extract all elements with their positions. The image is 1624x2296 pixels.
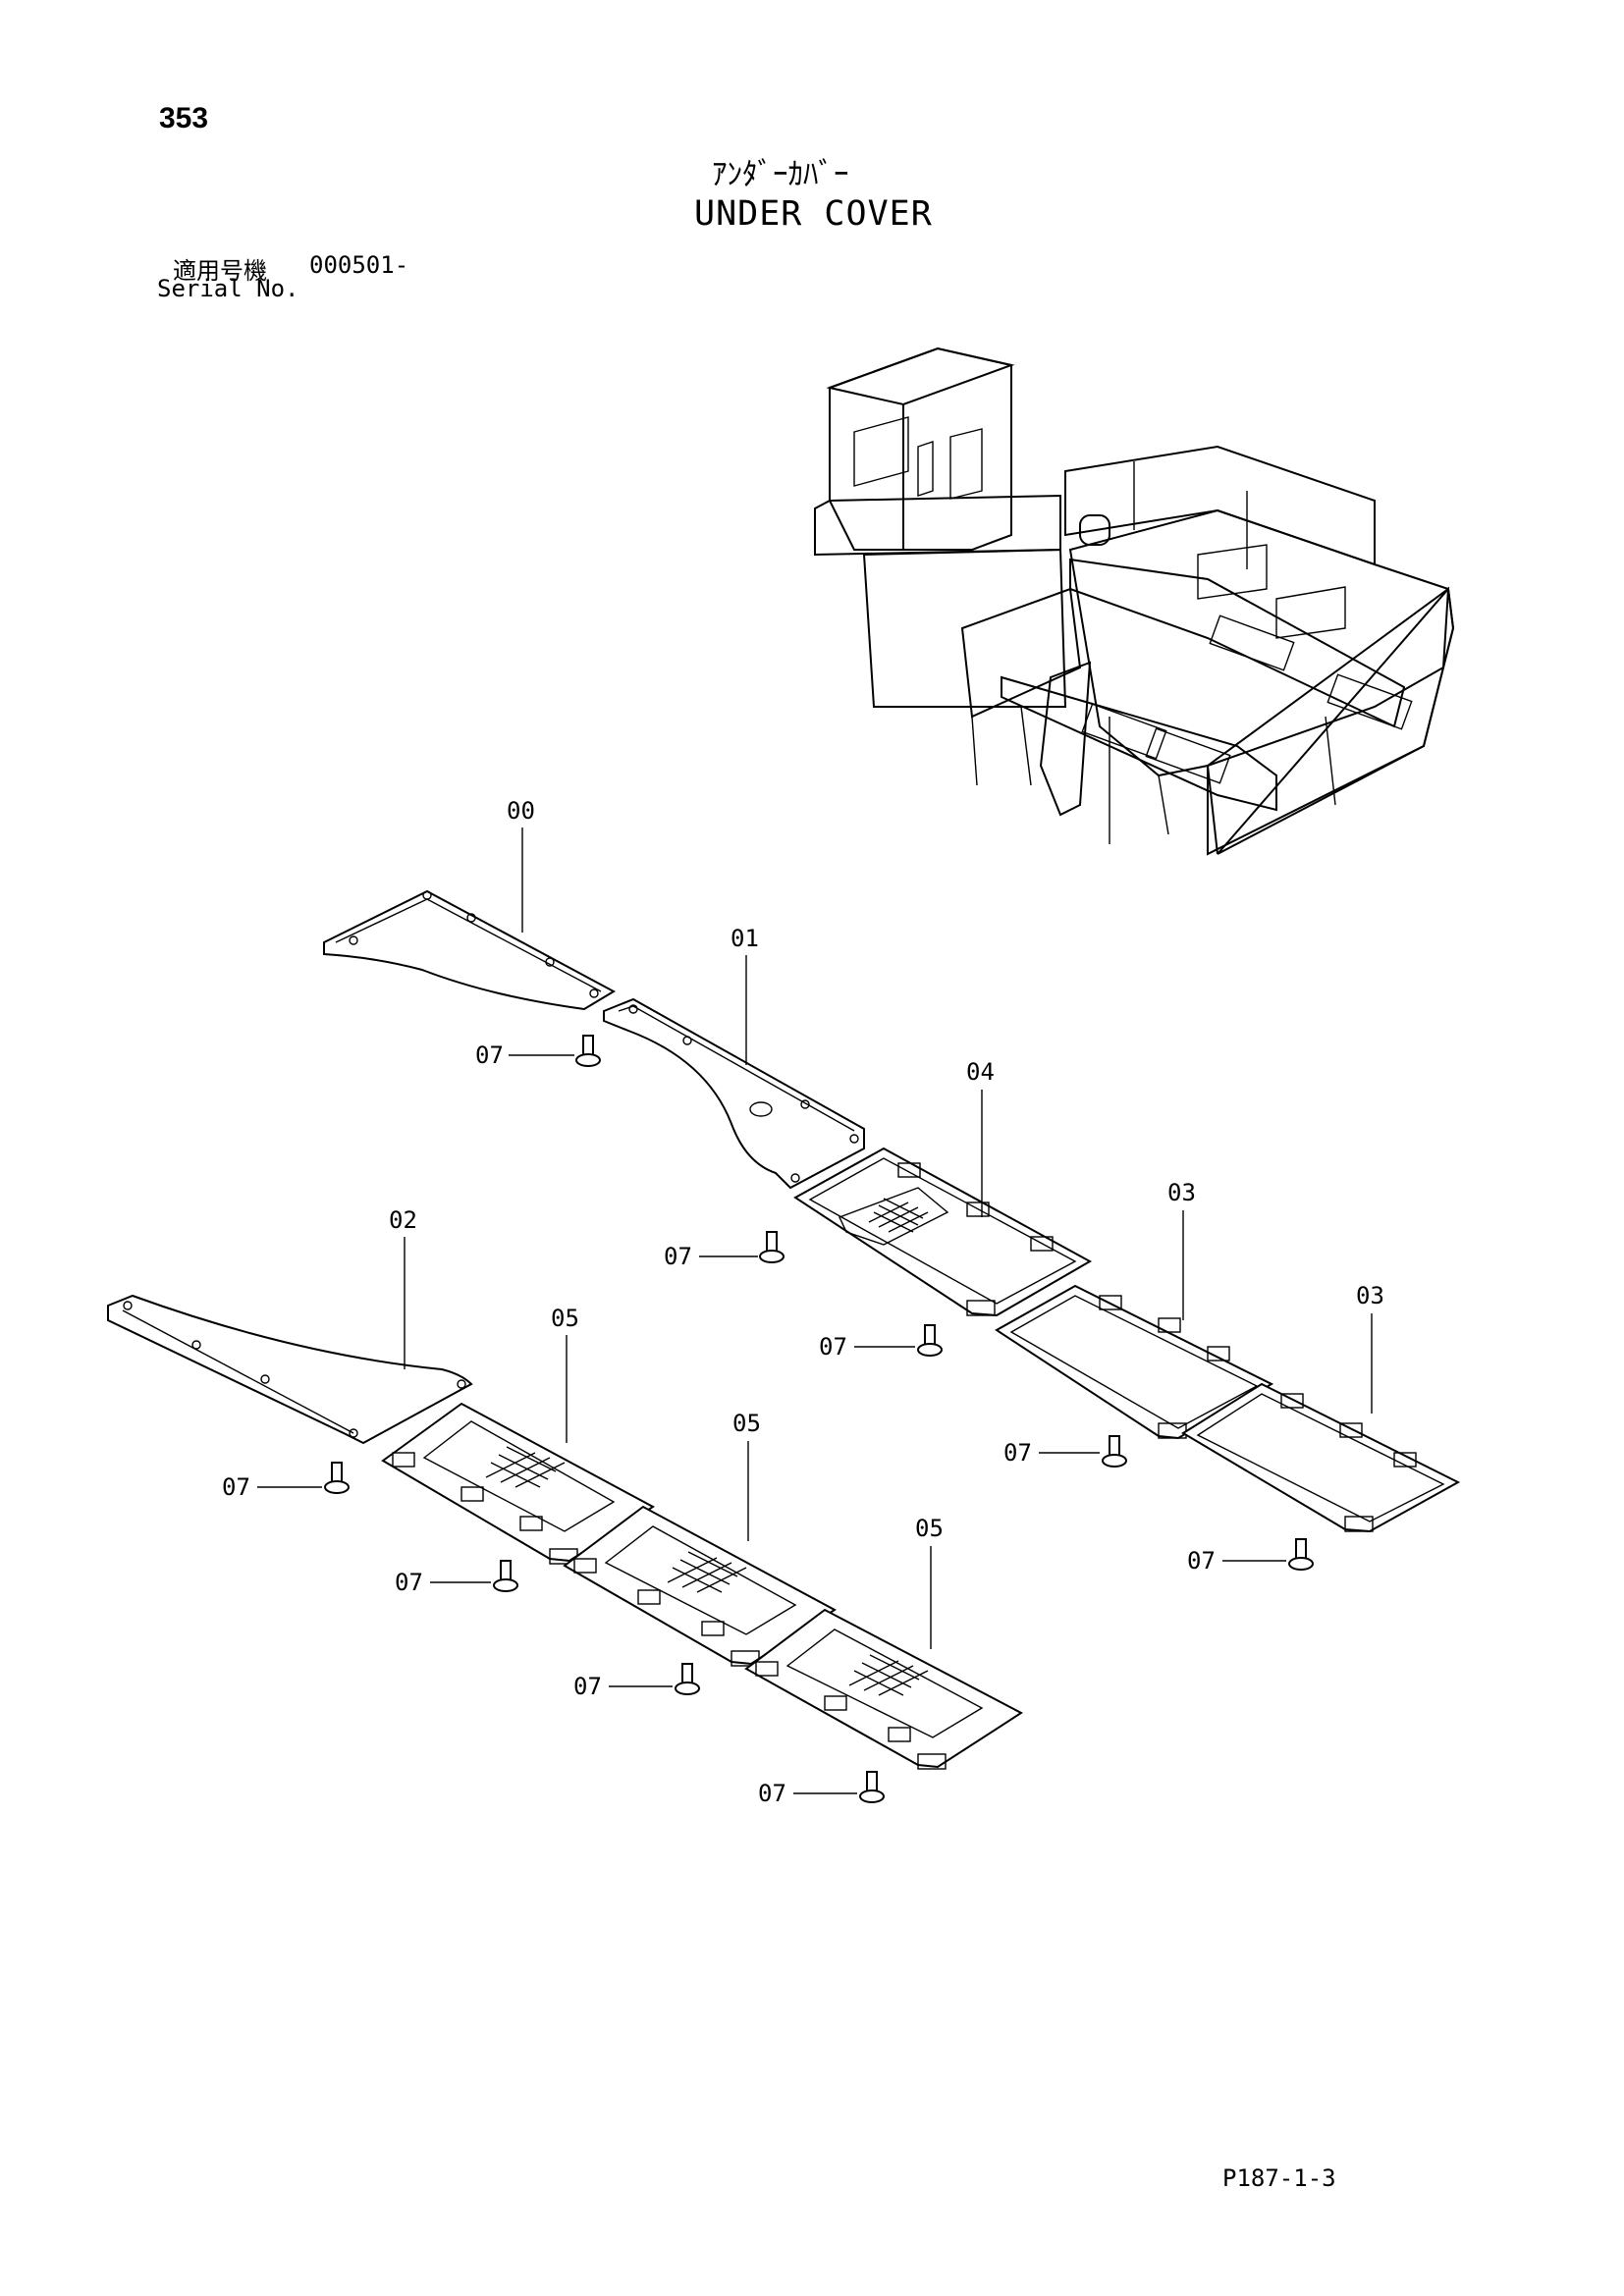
callout-07: 07 (664, 1243, 692, 1270)
bolt-icon (1288, 1538, 1314, 1571)
serial-label-japanese: 適用号機 (173, 257, 267, 285)
bolt-icon (859, 1771, 885, 1803)
callout-05-a: 05 (551, 1305, 579, 1332)
title-japanese: ｱﾝﾀﾞｰｶﾊﾞｰ (712, 157, 849, 192)
page-number: 353 (159, 102, 209, 134)
bolt-icon (1102, 1435, 1127, 1468)
part-01-cover (603, 997, 865, 1190)
callout-07: 07 (1003, 1439, 1032, 1467)
serial-value: 000501- (309, 251, 409, 279)
callout-07: 07 (758, 1780, 786, 1807)
callout-07: 07 (573, 1673, 602, 1700)
bolt-icon (675, 1663, 700, 1695)
callout-02: 02 (389, 1206, 417, 1234)
part-04-panel (793, 1147, 1093, 1317)
callout-03-a: 03 (1167, 1179, 1196, 1206)
serial-label-english: Serial No. (157, 275, 299, 302)
part-02-cover (107, 1294, 473, 1445)
part-00-front-cover (323, 889, 617, 1011)
callout-07: 07 (395, 1569, 423, 1596)
part-03-panel-b (1181, 1382, 1461, 1533)
drawing-reference-code: P187-1-3 (1222, 2164, 1336, 2192)
bolt-icon (917, 1324, 943, 1357)
callout-03-b: 03 (1356, 1282, 1384, 1309)
machine-overview (814, 347, 1455, 856)
bolt-icon (759, 1231, 785, 1263)
bolt-icons (324, 1035, 1314, 1803)
callout-04: 04 (966, 1058, 995, 1086)
callout-07: 07 (222, 1473, 250, 1501)
callout-05-c: 05 (915, 1515, 944, 1542)
callout-07: 07 (475, 1041, 504, 1069)
leader-lines (257, 828, 1373, 1794)
callout-00: 00 (507, 797, 535, 825)
title-english: UNDER COVER (694, 194, 933, 234)
callout-07: 07 (1187, 1547, 1216, 1575)
bolt-icon (575, 1035, 601, 1067)
callout-labels: 00 01 04 03 03 02 05 05 05 07 07 07 07 0… (222, 797, 1384, 1807)
bolt-icon (493, 1560, 518, 1592)
callout-05-b: 05 (732, 1410, 761, 1437)
part-05-panel-c (744, 1608, 1023, 1770)
callout-01: 01 (731, 925, 759, 952)
callout-07: 07 (819, 1333, 847, 1361)
bolt-icon (324, 1462, 350, 1494)
